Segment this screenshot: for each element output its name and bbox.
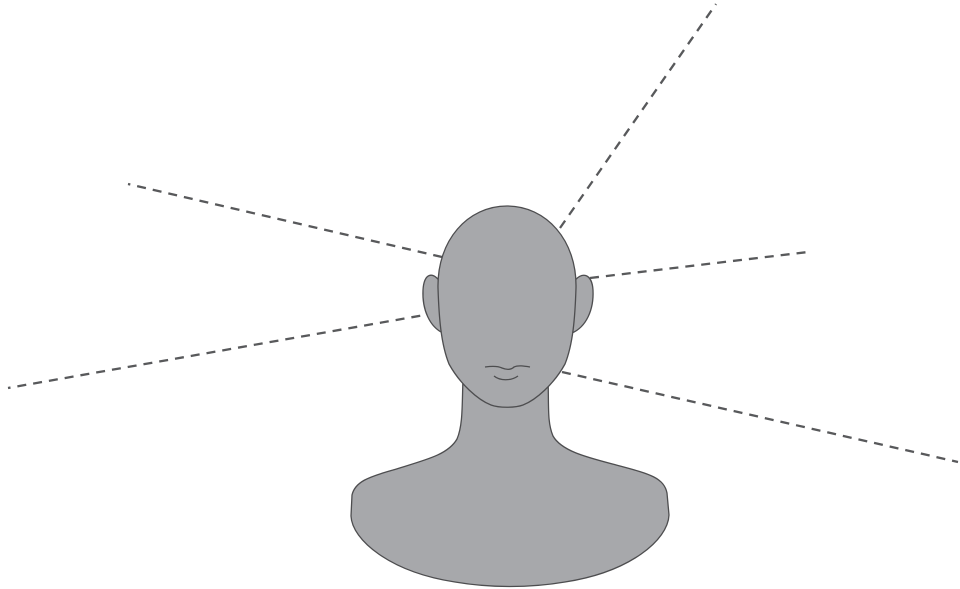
ray-right (590, 252, 808, 278)
head-silhouette (351, 206, 669, 587)
head (438, 206, 576, 407)
ray-upper-left (128, 184, 442, 257)
ray-lower-right (562, 372, 958, 462)
ray-lower-left (8, 313, 436, 388)
shoulders-torso (351, 378, 669, 587)
ray-upper-right (560, 4, 716, 228)
